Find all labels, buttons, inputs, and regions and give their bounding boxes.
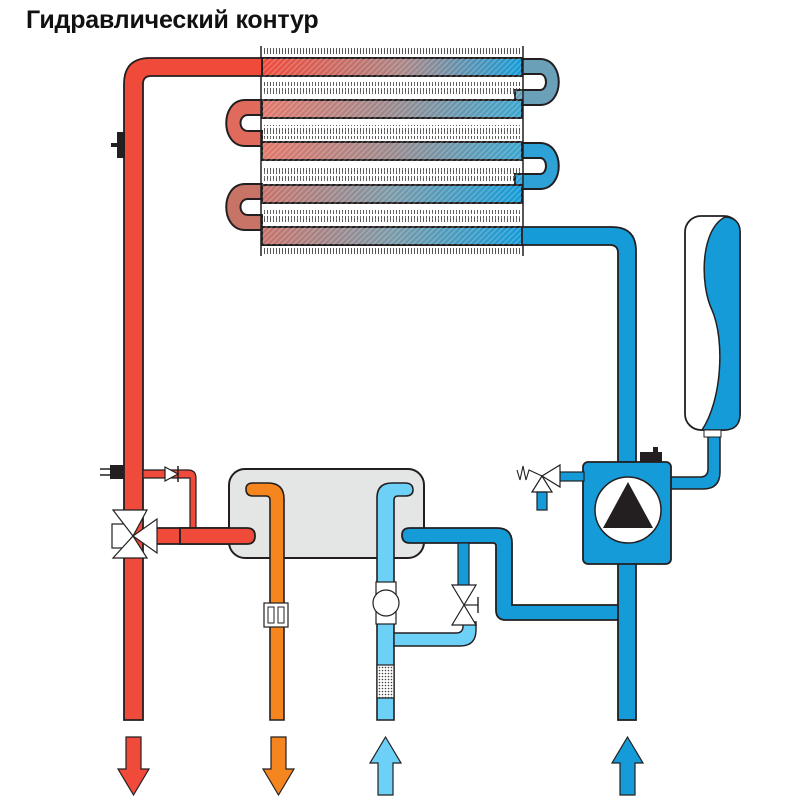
dhw-return-pipe <box>401 527 621 621</box>
heating-return-in-arrow <box>610 735 645 796</box>
fin-row <box>262 47 522 54</box>
expansion-pipe <box>669 435 721 490</box>
primary-heat-exchanger <box>225 46 560 256</box>
fin-row <box>262 248 522 255</box>
flow-sensor <box>111 132 125 158</box>
bypass-check-valve <box>164 465 180 483</box>
cold-water-in-arrow <box>368 735 403 796</box>
fill-valve <box>450 584 479 626</box>
circulation-pump <box>582 447 672 565</box>
dhw-out-pipe <box>245 482 285 721</box>
pump-connector <box>100 465 124 479</box>
cold-water-filter <box>376 664 395 699</box>
fill-line <box>393 621 477 647</box>
dhw-out-arrow <box>261 736 296 797</box>
bypass-line <box>142 469 197 531</box>
flow-switch <box>372 581 400 625</box>
three-way-valve <box>111 509 158 559</box>
safety-valve <box>516 463 585 511</box>
heating-supply-pipe <box>123 57 263 721</box>
expansion-vessel <box>684 215 741 438</box>
diagram-title: Гидравлический контур <box>26 6 319 34</box>
dhw-flow-restrictor <box>263 602 289 628</box>
pump-direction-icon <box>603 482 653 528</box>
cold-inlet-pipe <box>376 482 414 721</box>
heating-return-pipe <box>521 226 637 463</box>
heating-flow-out-arrow <box>116 736 151 797</box>
